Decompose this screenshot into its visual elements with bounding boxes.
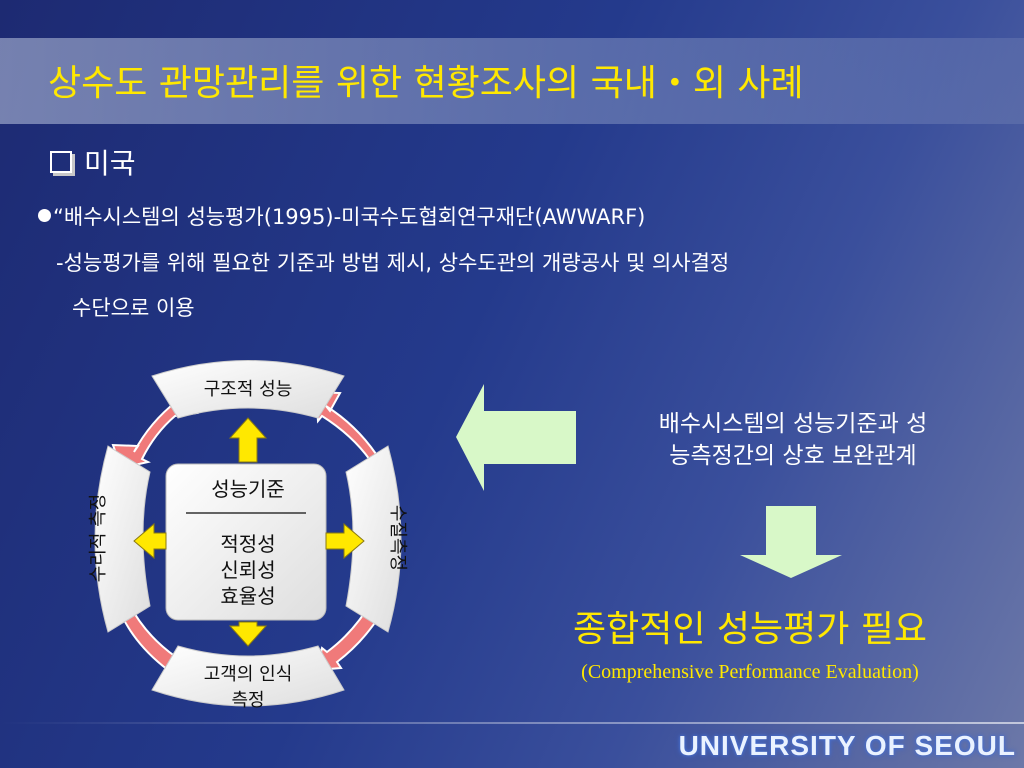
right-box bbox=[345, 445, 402, 633]
yellow-arrow-up bbox=[228, 417, 268, 463]
relation-line-2: 능측정간의 상호 보완관계 bbox=[669, 443, 917, 469]
relation-line-1: 배수시스템의 성능기준과 성 bbox=[658, 411, 928, 437]
center-item-3: 효율성 bbox=[220, 584, 275, 608]
left-box bbox=[94, 445, 151, 633]
section-label: 미국 bbox=[84, 147, 136, 180]
right-label: 수질측정 bbox=[387, 505, 408, 571]
bottom-label-2: 측정 bbox=[231, 690, 264, 711]
center-title: 성능기준 bbox=[211, 477, 285, 501]
sub-line-1: -성능평가를 위해 필요한 기준과 방법 제시, 상수도관의 개량공사 및 의사… bbox=[56, 251, 730, 275]
sub-line-2: 수단으로 이용 bbox=[72, 296, 195, 320]
bottom-label-1: 고객의 인식 bbox=[204, 664, 293, 685]
bottom-box bbox=[151, 645, 345, 707]
yellow-arrow-right bbox=[325, 522, 365, 560]
bullet-line: “배수시스템의 성능평가(1995)-미국수도협회연구재단(AWWARF) bbox=[38, 201, 645, 231]
bullet-text: “배수시스템의 성능평가(1995)-미국수도협회연구재단(AWWARF) bbox=[53, 205, 646, 229]
slide-title: 상수도 관망관리를 위한 현황조사의 국내・외 사례 bbox=[48, 63, 804, 104]
green-arrow-down bbox=[740, 506, 842, 578]
yellow-arrow-left bbox=[133, 522, 167, 560]
green-arrow-left bbox=[456, 384, 576, 491]
conclusion-english: (Comprehensive Performance Evaluation) bbox=[581, 661, 919, 683]
title-band bbox=[0, 38, 1024, 124]
center-item-2: 신뢰성 bbox=[220, 558, 275, 582]
section-heading: 미국 bbox=[50, 142, 136, 182]
top-box bbox=[151, 360, 345, 419]
university-logo: UNIVERSITY OF SEOUL bbox=[678, 730, 1016, 761]
yellow-arrow-down bbox=[228, 621, 268, 647]
relation-text: 배수시스템의 성능기준과 성 능측정간의 상호 보완관계 bbox=[598, 408, 988, 472]
center-item-1: 적정성 bbox=[220, 532, 275, 556]
left-label: 수리적 측정 bbox=[88, 494, 109, 583]
top-label: 구조적 성능 bbox=[204, 379, 293, 400]
bullet-dot-icon bbox=[38, 209, 51, 222]
footer-divider bbox=[0, 722, 1024, 724]
checkbox-bullet-icon bbox=[50, 151, 72, 173]
conclusion-text: 종합적인 성능평가 필요 bbox=[572, 609, 928, 650]
